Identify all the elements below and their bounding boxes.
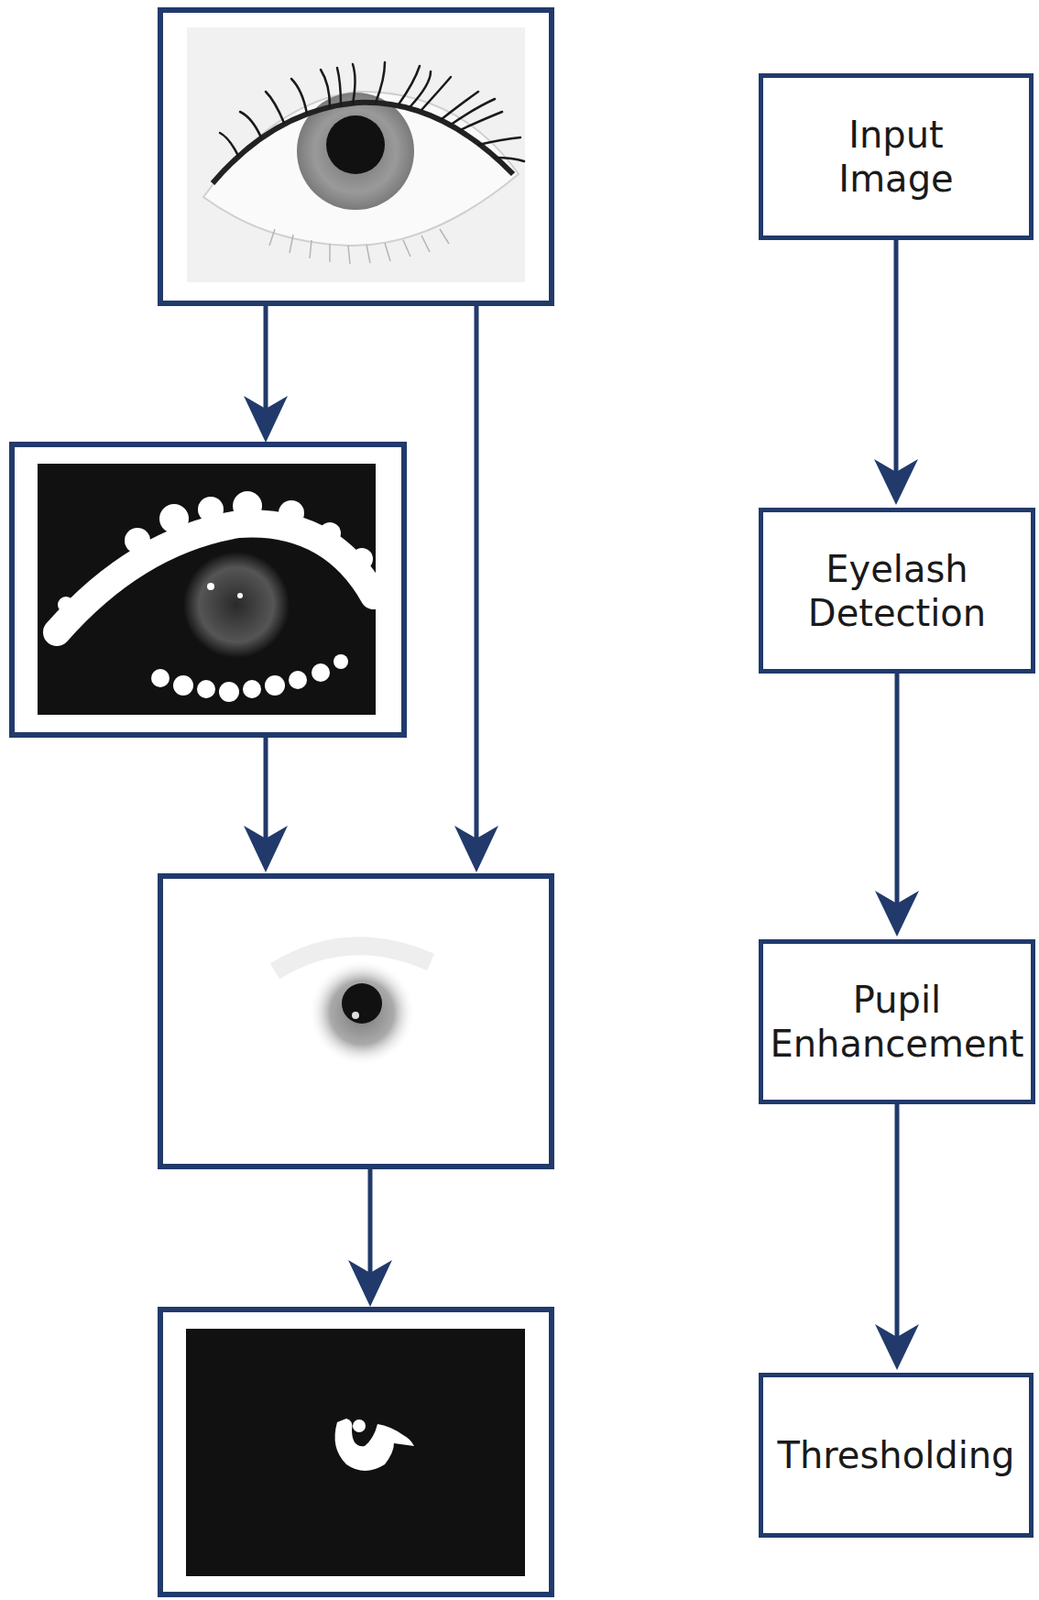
input-eye-image [160,10,552,304]
flow-arrow [874,673,919,937]
process-box: Input Image [758,73,1034,241]
flow-arrow [874,240,919,505]
flow-arrow [874,1104,919,1370]
eyelash-mask-image [11,444,405,735]
process-box: Thresholding [758,1372,1034,1538]
box-label: Thresholding [777,1432,1016,1477]
box-label: Input Image [799,112,993,201]
box-label: Eyelash Detection [768,546,1026,635]
threshold-result-image [160,1309,552,1595]
box-label: Pupil Enhancement [767,977,1027,1066]
process-box: Pupil Enhancement [758,939,1036,1105]
process-box: Eyelash Detection [758,507,1036,674]
image-flow-arrows [243,303,499,1307]
enhanced-pupil-image [160,875,552,1167]
